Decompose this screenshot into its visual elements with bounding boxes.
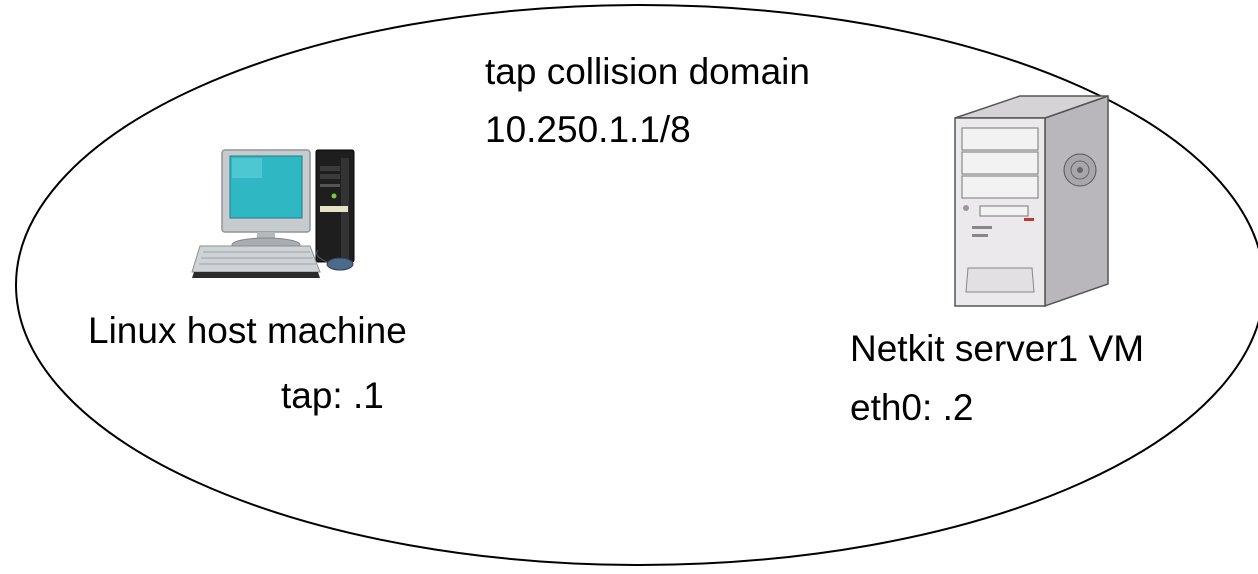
server-tower-icon bbox=[954, 94, 1109, 308]
server-label: Netkit server1 VM bbox=[850, 328, 1145, 369]
collision-domain-ellipse bbox=[15, 4, 1258, 566]
collision-domain-subnet: 10.250.1.1/8 bbox=[485, 109, 691, 150]
server-interface-label: eth0: .2 bbox=[850, 387, 974, 428]
desktop-computer-icon bbox=[191, 149, 355, 278]
host-label: Linux host machine bbox=[88, 310, 407, 351]
mouse bbox=[326, 257, 354, 271]
monitor-neck bbox=[257, 232, 275, 242]
collision-domain-name: tap collision domain bbox=[485, 51, 810, 92]
server-side-panel bbox=[1044, 94, 1109, 308]
host-interface-label: tap: .1 bbox=[281, 375, 384, 416]
keyboard bbox=[191, 245, 321, 273]
